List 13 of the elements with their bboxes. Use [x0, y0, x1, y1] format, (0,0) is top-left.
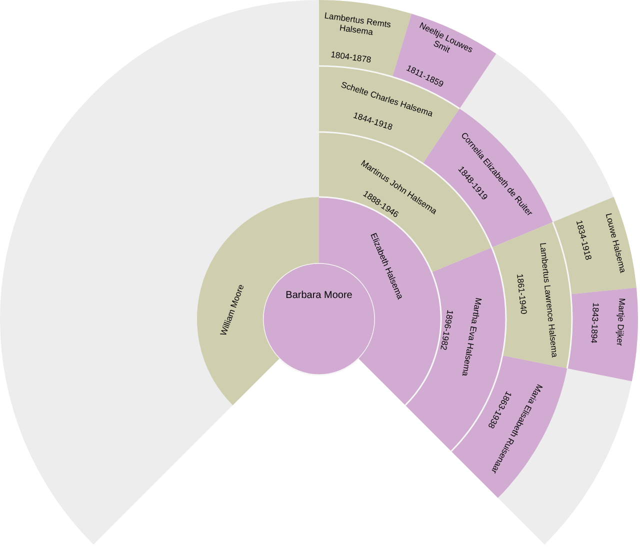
life-dates: 1861-1940 — [514, 273, 530, 315]
person-name: Louwe Halsema — [604, 212, 628, 274]
ancestor-segment — [567, 287, 638, 382]
person-name: Martha Eva Halsema — [460, 297, 484, 377]
person-name: Martje Dijker — [614, 298, 628, 346]
person-name: Lambertus Lawrence Halsema — [538, 242, 560, 358]
ancestor-segment — [552, 196, 637, 295]
life-dates: 1804-1878 — [330, 49, 372, 65]
life-dates: 1843-1894 — [588, 302, 602, 344]
person-name: Lambertus Remts Halsema — [322, 10, 393, 40]
life-dates: 1896-1982 — [438, 309, 456, 351]
ancestor-segment — [491, 222, 572, 369]
person-name: Barbara Moore — [286, 290, 352, 302]
